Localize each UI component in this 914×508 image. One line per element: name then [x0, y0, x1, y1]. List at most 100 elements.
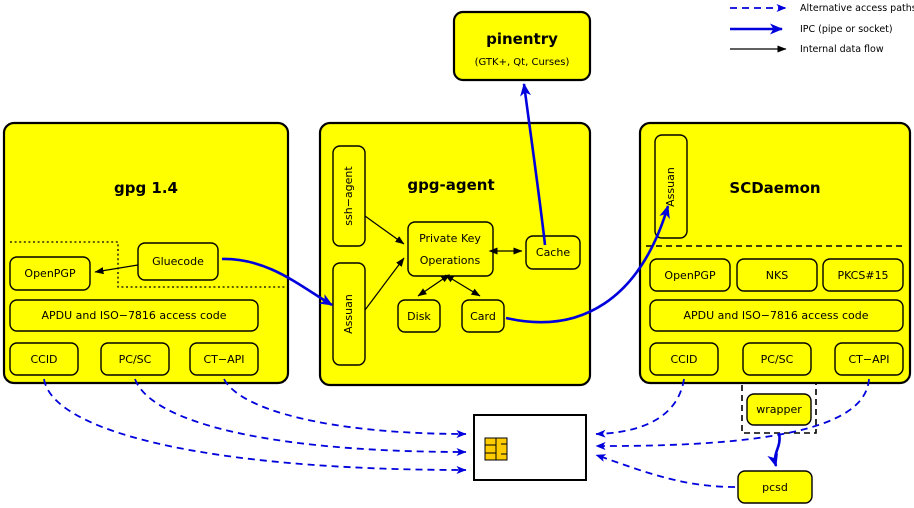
- ipc-connections: [221, 83, 781, 467]
- scdaemon-openpgp-shape: [649, 258, 731, 292]
- gpg-agent-private-key-ops-label-line1: Private Key: [419, 232, 481, 245]
- gpg-openpgp-label: OpenPGP: [24, 267, 76, 280]
- gpg-gluecode-to-openpgp-arrow: [94, 264, 139, 275]
- ipc-wrapper-to-pcsd: [767, 432, 781, 467]
- gpg-panel[interactable]: gpg 1.4 Gluecode OpenPGP APDU and ISO−78…: [2, 121, 290, 385]
- wrapper-label: wrapper: [756, 403, 802, 416]
- gpg-agent-assuan-label: Assuan: [342, 294, 355, 334]
- scdaemon-node-openpgp[interactable]: OpenPGP: [649, 258, 731, 292]
- scdaemon-apdu-shape: [649, 299, 904, 332]
- gpg-agent-panel[interactable]: gpg-agent ssh−agent Assuan Private Key O…: [318, 121, 592, 387]
- gpg-agent-cache-label: Cache: [536, 246, 570, 259]
- alt-gpg-ccid-to-card: [43, 378, 467, 474]
- scdaemon-node-ccid[interactable]: CCID: [649, 342, 719, 376]
- gpg-node-ccid[interactable]: CCID: [9, 342, 79, 376]
- scdaemon-node-pkcs15[interactable]: PKCS#15: [822, 258, 904, 292]
- alt-gpg-pcsc-to-card: [134, 378, 467, 456]
- alt-scdaemon-ctapi-to-card: [595, 378, 870, 451]
- scdaemon-node-nks[interactable]: NKS: [736, 258, 818, 292]
- gpg-agent-node-private-key-operations[interactable]: Private Key Operations: [407, 221, 494, 277]
- scdaemon-node-apdu[interactable]: APDU and ISO−7816 access code: [649, 299, 904, 332]
- wrapper-shape: [746, 393, 812, 426]
- scdaemon-panel[interactable]: SCDaemon Assuan OpenPGP NKS PKCS#15 APDU…: [638, 121, 912, 385]
- gpg-pcsc-label: PC/SC: [119, 353, 152, 366]
- pcsd-shape: [737, 470, 813, 504]
- gpg-ccid-label: CCID: [30, 353, 57, 366]
- alt-pcsd-to-card: [595, 454, 736, 488]
- alt-gpg-ctapi-to-card: [223, 378, 467, 438]
- ipc-card-to-scdaemon-assuan: [505, 205, 670, 324]
- gpg-ccid-shape: [9, 342, 79, 376]
- gpg-agent-assuan-shape: [332, 262, 366, 366]
- alternative-access-paths: [43, 378, 870, 488]
- gpg-apdu-label: APDU and ISO−7816 access code: [41, 309, 226, 322]
- gpg-openpgp-shape: [9, 256, 91, 291]
- scdaemon-node-pcsc[interactable]: PC/SC: [742, 342, 812, 376]
- gpg-dotted-region: [10, 241, 285, 288]
- scdaemon-pcsc-label: PC/SC: [761, 353, 794, 366]
- pinentry-subtitle: (GTK+, Qt, Curses): [475, 57, 570, 68]
- private-key-ops-to-card-arrow: [444, 274, 481, 297]
- gpg-agent-ssh-agent-label: ssh−agent: [342, 166, 355, 226]
- pinentry-box-shape: [452, 10, 592, 82]
- scdaemon-ccid-label: CCID: [670, 353, 697, 366]
- scdaemon-apdu-label: APDU and ISO−7816 access code: [683, 309, 868, 322]
- gpg-gluecode-label: Gluecode: [152, 255, 204, 268]
- smartcard[interactable]: [473, 414, 587, 481]
- legend-label-ipc: IPC (pipe or socket): [800, 24, 893, 35]
- pinentry-box[interactable]: pinentry (GTK+, Qt, Curses): [452, 10, 592, 82]
- gpg-gluecode-shape: [137, 242, 219, 281]
- gpg-agent-node-assuan[interactable]: Assuan: [332, 262, 366, 366]
- gpg-agent-private-key-ops-label-line2: Operations: [420, 254, 481, 267]
- scdaemon-pkcs15-shape: [822, 258, 904, 292]
- scdaemon-ctapi-shape: [834, 342, 904, 376]
- gpg-agent-node-ssh-agent[interactable]: ssh−agent: [332, 145, 366, 247]
- pcsd-label: pcsd: [762, 481, 788, 494]
- gpg-agent-disk-shape: [397, 299, 441, 333]
- gpg-agent-ssh-agent-shape: [332, 145, 366, 247]
- pcsd-box[interactable]: pcsd: [737, 470, 813, 504]
- scdaemon-ccid-shape: [649, 342, 719, 376]
- legend: Alternative access paths IPC (pipe or so…: [730, 3, 914, 55]
- gpg-node-openpgp[interactable]: OpenPGP: [9, 256, 91, 291]
- gpg-apdu-shape: [9, 299, 259, 332]
- wrapper-group[interactable]: wrapper: [741, 382, 817, 434]
- scdaemon-pkcs15-label: PKCS#15: [837, 269, 888, 282]
- gpg-agent-node-disk[interactable]: Disk: [397, 299, 441, 333]
- gpg-pcsc-shape: [100, 342, 170, 376]
- scdaemon-assuan-label: Assuan: [664, 167, 677, 207]
- gpg-agent-node-card[interactable]: Card: [461, 299, 505, 333]
- gpg-node-apdu[interactable]: APDU and ISO−7816 access code: [9, 299, 259, 332]
- gpg-panel-title: gpg 1.4: [114, 179, 178, 197]
- gpg-agent-disk-label: Disk: [407, 310, 431, 323]
- smartcard-chip-icon: [484, 437, 508, 461]
- gpg-agent-cache-shape: [525, 235, 581, 270]
- ssh-agent-to-private-key-ops-arrow: [364, 215, 405, 245]
- assuan-to-private-key-ops-arrow: [364, 257, 405, 311]
- gpg-node-gluecode[interactable]: Gluecode: [137, 242, 219, 281]
- legend-item-ipc: IPC (pipe or socket): [730, 23, 893, 35]
- gpg-agent-panel-title: gpg-agent: [407, 176, 494, 194]
- scdaemon-nks-shape: [736, 258, 818, 292]
- gpg-agent-node-cache[interactable]: Cache: [525, 235, 581, 270]
- pinentry-title: pinentry: [486, 30, 558, 48]
- scdaemon-nks-label: NKS: [766, 269, 788, 282]
- ipc-gluecode-to-gpg-agent-assuan: [221, 257, 333, 307]
- gpg-agent-card-label: Card: [470, 310, 496, 323]
- scdaemon-node-ctapi[interactable]: CT−API: [834, 342, 904, 376]
- gpg-ctapi-shape: [189, 342, 259, 376]
- ipc-cache-to-pinentry: [520, 83, 547, 246]
- scdaemon-panel-title: SCDaemon: [729, 179, 820, 197]
- gpg-node-pcsc[interactable]: PC/SC: [100, 342, 170, 376]
- gpg-agent-private-key-ops-shape: [407, 221, 494, 277]
- scdaemon-node-assuan[interactable]: Assuan: [654, 134, 688, 239]
- private-key-ops-to-disk-arrow: [417, 274, 451, 297]
- legend-label-alternative-access-paths: Alternative access paths: [800, 3, 914, 14]
- legend-label-internal-data-flow: Internal data flow: [800, 44, 884, 55]
- scdaemon-ctapi-label: CT−API: [848, 353, 889, 366]
- gpg-ctapi-label: CT−API: [203, 353, 244, 366]
- gpg-node-ctapi[interactable]: CT−API: [189, 342, 259, 376]
- gpg-agent-card-shape: [461, 299, 505, 333]
